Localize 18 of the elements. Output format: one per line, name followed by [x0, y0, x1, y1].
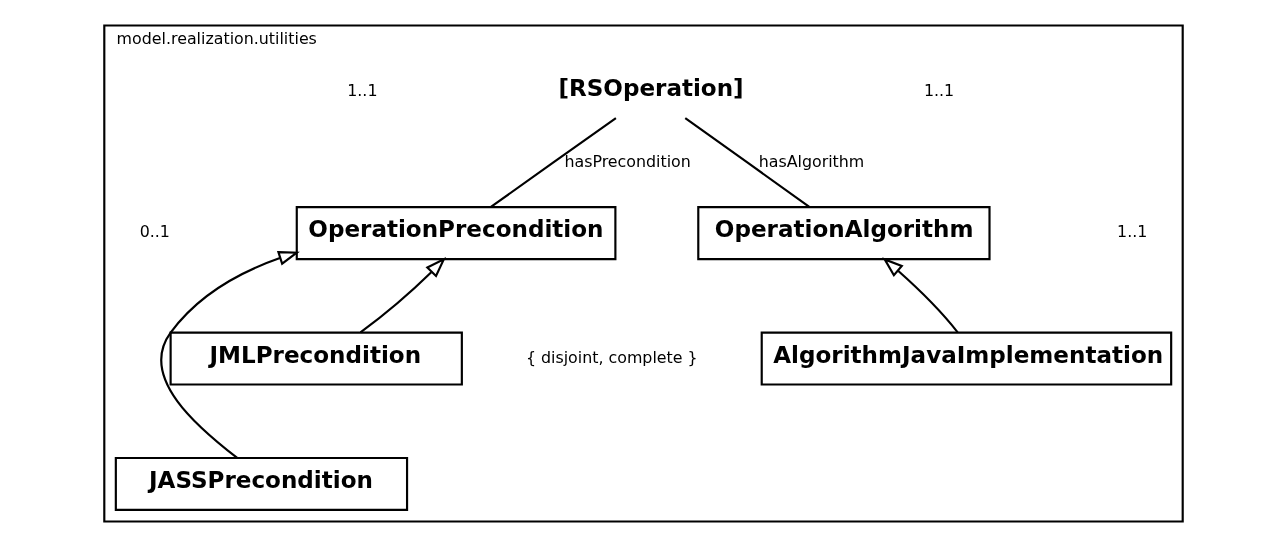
- arrow: [159, 251, 300, 459]
- node-box: OperationAlgorithm: [696, 206, 991, 261]
- label: 1..1: [346, 80, 377, 100]
- label: { disjoint, complete }: [525, 347, 698, 367]
- arrow: [881, 257, 959, 334]
- node-box: OperationPrecondition: [295, 206, 616, 261]
- node-text: [RSOperation]: [557, 74, 744, 101]
- node-box: JASSPrecondition: [114, 456, 408, 511]
- label: 0..1: [139, 222, 170, 242]
- connector: [684, 117, 810, 209]
- label: 1..1: [1116, 222, 1147, 242]
- arrow: [359, 257, 446, 334]
- node-box: AlgorithmJavaImplementation: [760, 331, 1172, 386]
- edge-label: hasAlgorithm: [758, 151, 864, 171]
- edge-label: hasPrecondition: [563, 151, 691, 171]
- node-box: JMLPrecondition: [169, 331, 463, 386]
- label: 1..1: [923, 80, 954, 100]
- connector: [489, 117, 617, 209]
